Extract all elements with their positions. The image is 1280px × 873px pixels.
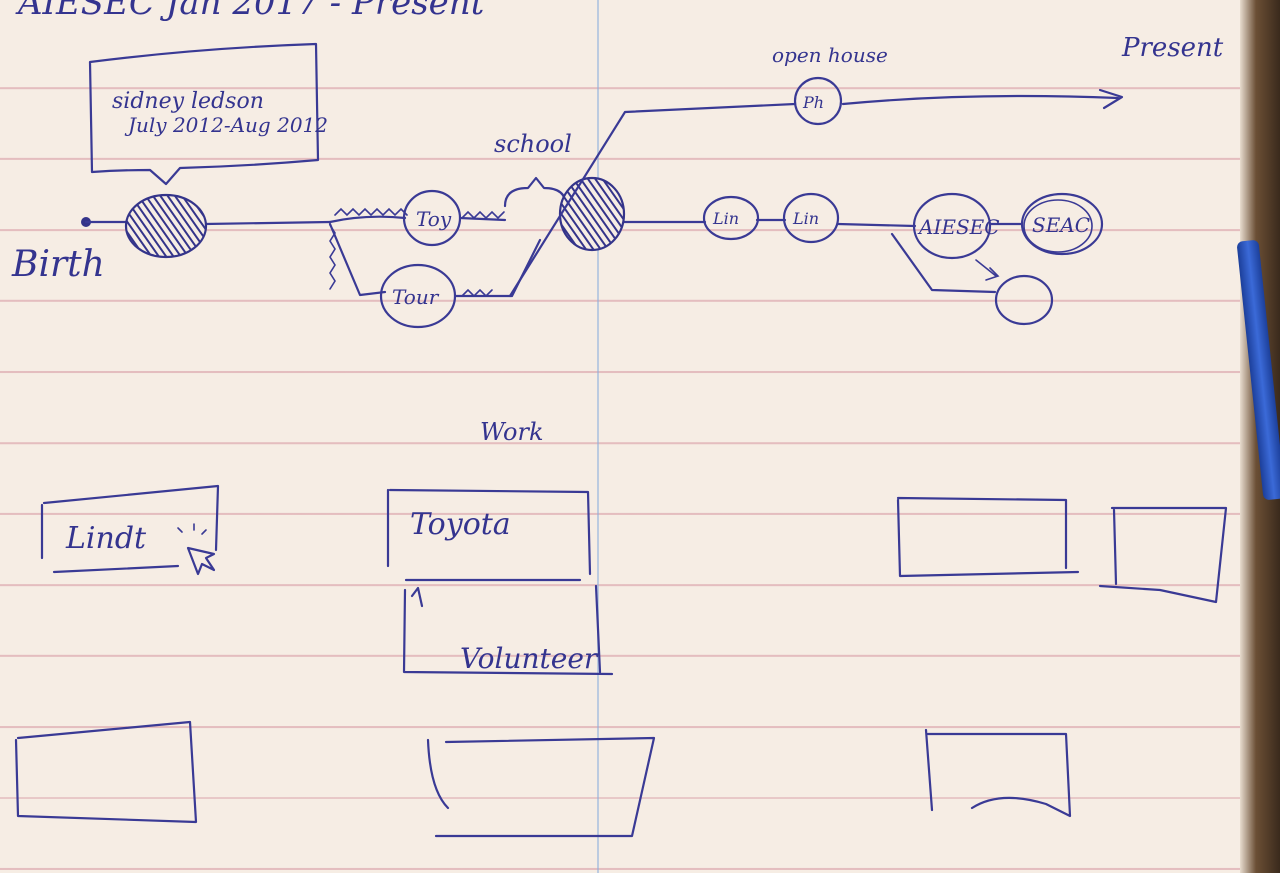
node-sidney-ledson bbox=[124, 193, 208, 259]
node-toyota bbox=[402, 189, 462, 247]
branch-aiesec-sub bbox=[890, 232, 997, 294]
node-open-house bbox=[793, 76, 843, 126]
node-tour-label: Tour bbox=[392, 285, 440, 309]
node-seac-label: SEAC bbox=[1032, 213, 1090, 237]
node-open-house-label: Ph bbox=[802, 93, 824, 112]
callout-bubble bbox=[88, 42, 320, 186]
card-lindt[interactable] bbox=[40, 484, 220, 574]
node-tour bbox=[379, 263, 457, 329]
school-bracket bbox=[503, 176, 568, 208]
branch-tour bbox=[328, 222, 387, 297]
card-lindt-label: Lindt bbox=[65, 521, 147, 556]
margin-line bbox=[597, 0, 599, 873]
timeline-line-2 bbox=[328, 215, 407, 224]
card-volunteer[interactable] bbox=[402, 584, 614, 676]
arrow-present bbox=[1098, 88, 1124, 110]
card-empty-4[interactable] bbox=[426, 736, 656, 838]
timeline-line-3 bbox=[458, 216, 507, 222]
node-seac bbox=[1020, 192, 1104, 256]
node-toyota-label: Toy bbox=[416, 207, 452, 231]
line-to-present bbox=[841, 94, 1120, 106]
callout-line-1: sidney ledson bbox=[112, 89, 264, 114]
school-label: school bbox=[494, 130, 572, 158]
callout-line-2: July 2012-Aug 2012 bbox=[124, 113, 328, 137]
birth-label: Birth bbox=[11, 244, 105, 285]
branch-open-house bbox=[508, 102, 797, 298]
card-empty-3[interactable] bbox=[14, 720, 198, 824]
card-volunteer-label: Volunteer bbox=[460, 642, 599, 675]
node-seac-ring bbox=[1023, 199, 1093, 253]
work-heading: Work bbox=[480, 418, 544, 446]
node-aiesec-label: AIESEC bbox=[917, 215, 1000, 239]
cursor-icon bbox=[186, 546, 216, 576]
squiggle-1 bbox=[334, 207, 408, 217]
squiggle-3 bbox=[329, 224, 336, 290]
node-aiesec-sub bbox=[994, 274, 1054, 326]
card-empty-1[interactable] bbox=[896, 496, 1080, 578]
node-linked-2 bbox=[782, 192, 840, 244]
squiggle-4 bbox=[461, 288, 493, 298]
present-label: Present bbox=[1121, 33, 1224, 63]
node-linked-1 bbox=[702, 195, 760, 241]
arrow-aiesec-sub bbox=[975, 259, 1000, 281]
squiggle-2 bbox=[461, 210, 505, 220]
node-linked-1-label: Lin bbox=[712, 209, 739, 228]
timeline-line-4 bbox=[618, 218, 1024, 228]
open-house-label: open house bbox=[772, 43, 888, 67]
card-empty-2[interactable] bbox=[1098, 506, 1228, 604]
node-aiesec bbox=[912, 192, 992, 260]
node-linked-2-label: Lin bbox=[792, 209, 819, 228]
card-toyota[interactable] bbox=[386, 488, 592, 582]
node-school bbox=[558, 176, 626, 252]
click-sparkle-icon bbox=[177, 523, 207, 535]
timeline-line-1 bbox=[84, 220, 332, 226]
header-title: AIESEC Jan 2017 - Present bbox=[15, 0, 485, 23]
card-empty-5[interactable] bbox=[924, 728, 1072, 818]
card-toyota-label: Toyota bbox=[410, 507, 511, 542]
